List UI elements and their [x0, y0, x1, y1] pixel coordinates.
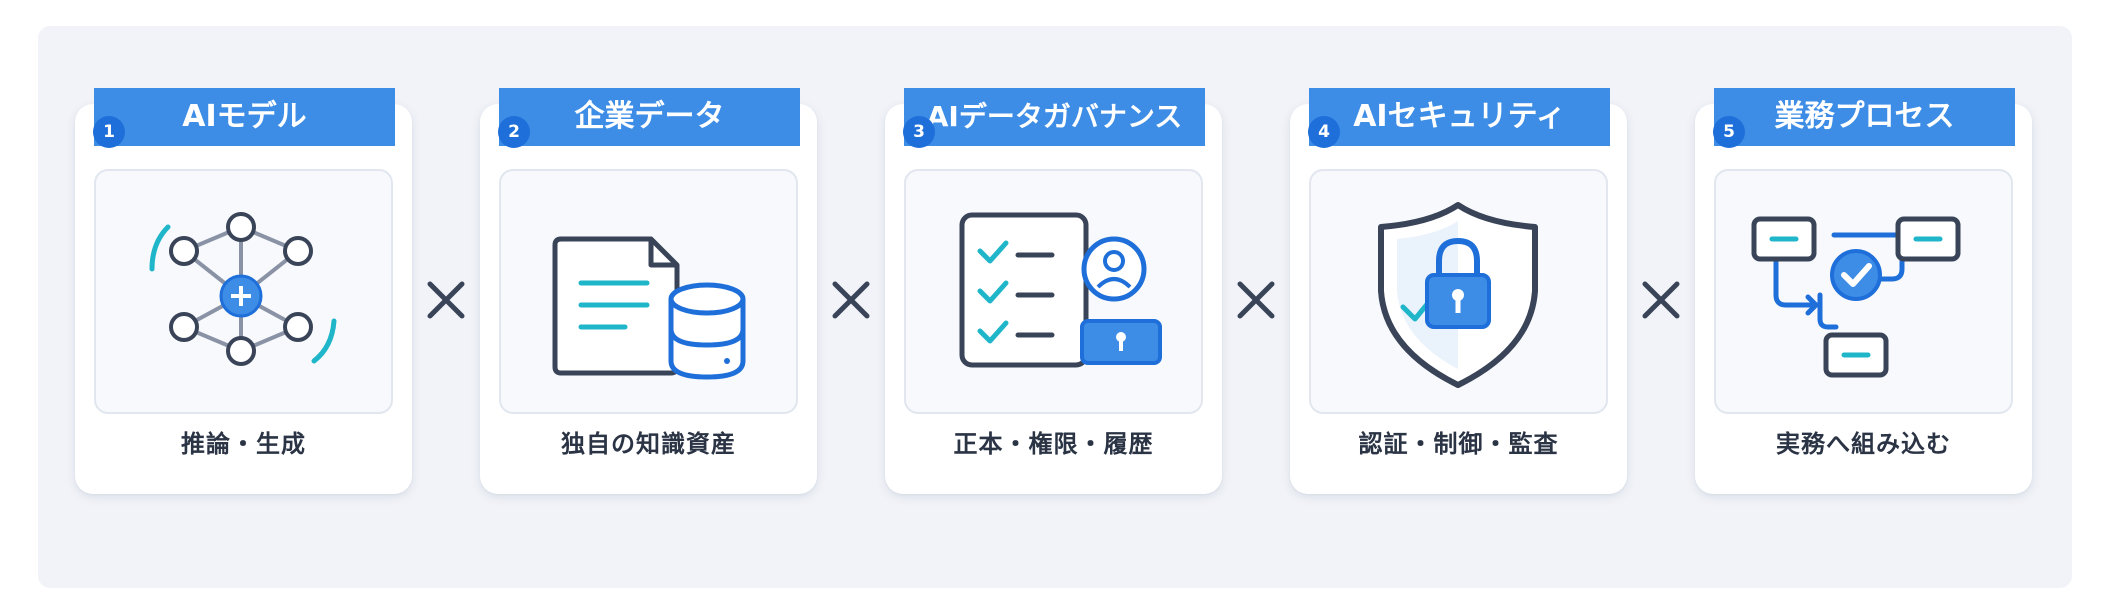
card-ai-data-governance: 正本・権限・履歴	[885, 104, 1222, 494]
card-caption: 正本・権限・履歴	[953, 430, 1154, 458]
card-caption: 独自の知識資産	[561, 430, 736, 458]
step-number-badge: 3	[903, 116, 935, 148]
neural-network-icon	[149, 212, 337, 366]
card-title-banner: AIモデル	[94, 88, 395, 146]
multiply-icon	[1237, 281, 1275, 319]
multiply-icon	[832, 281, 870, 319]
card-ai-model: 推論・生成	[75, 104, 412, 494]
card-title-banner: AIセキュリティ	[1309, 88, 1610, 146]
card-title-banner: 業務プロセス	[1714, 88, 2015, 146]
card-ai-security: 認証・制御・監査	[1290, 104, 1627, 494]
workflow-icon	[1751, 216, 1961, 378]
step-number-badge: 4	[1308, 116, 1340, 148]
iconbox	[1309, 169, 1608, 414]
card-caption: 推論・生成	[181, 430, 306, 458]
card-title-banner: AIデータガバナンス	[904, 88, 1205, 146]
multiply-icon	[427, 281, 465, 319]
iconbox	[904, 169, 1203, 414]
card-caption: 認証・制御・監査	[1358, 430, 1559, 458]
card-title-banner: 企業データ	[499, 88, 800, 146]
card-enterprise-data: 独自の知識資産	[480, 104, 817, 494]
step-number-badge: 1	[93, 116, 125, 148]
iconbox	[94, 169, 393, 414]
iconbox	[499, 169, 798, 414]
card-business-process: 実務へ組み込む	[1695, 104, 2032, 494]
card-caption: 実務へ組み込む	[1776, 430, 1951, 458]
multiply-icon	[1642, 281, 1680, 319]
checklist-user-lock-icon	[959, 212, 1162, 368]
document-database-icon	[552, 236, 746, 380]
shield-lock-icon	[1378, 202, 1538, 388]
iconbox	[1714, 169, 2013, 414]
step-number-badge: 2	[498, 116, 530, 148]
step-number-badge: 5	[1713, 116, 1745, 148]
